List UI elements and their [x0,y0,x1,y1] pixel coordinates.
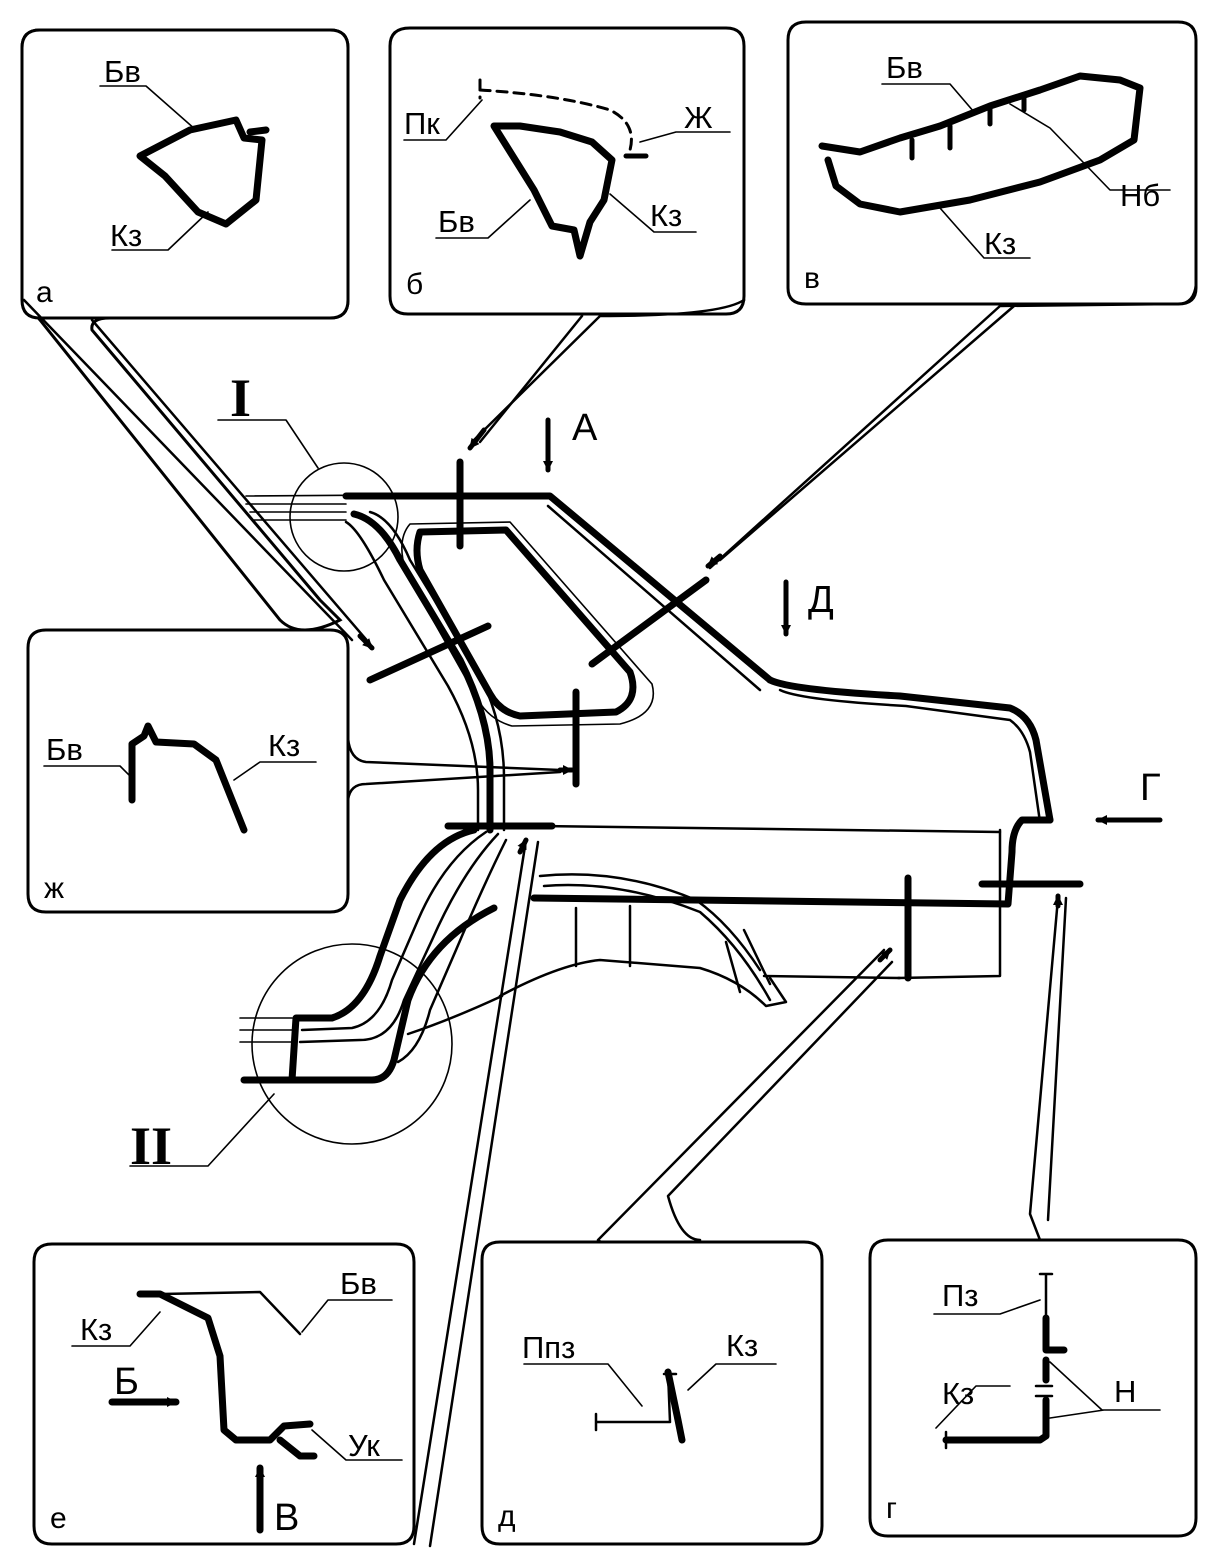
label-kz-d: Кз [726,1328,758,1363]
tag-zh: ж [44,872,64,905]
label-kz-a: Кз [110,218,142,253]
label-pk-b: Пк [404,106,440,141]
view-arrows: А Д Г [543,407,1163,825]
cut-v [588,576,710,668]
callout-b: Пк Ж Бв Кз б [388,26,746,316]
view-D: Д [808,579,834,621]
tag-v: в [804,262,820,295]
body-side-view [239,458,1084,1084]
label-bv-zh: Бв [46,732,83,767]
label-n-g: Н [1114,1374,1136,1409]
label-kz-e: Кз [80,1312,112,1347]
label-b-e: Б [114,1361,139,1403]
label-kz-zh: Кз [268,728,300,763]
tag-e: е [50,1502,67,1535]
callout-g: Пз Н Кз г [868,1238,1198,1538]
view-G: Г [1140,767,1161,809]
cut-a [366,622,492,684]
detail-markers: I II [129,368,453,1176]
label-pz-g: Пз [942,1278,979,1313]
tag-b: б [406,268,423,301]
callout-d: Ппз Кз д [480,1240,824,1546]
label-bv-e: Бв [340,1266,377,1301]
detail-label-I: I [230,368,251,428]
callout-leaders [22,282,1198,646]
tag-d: д [498,1500,516,1533]
label-v-e: В [274,1497,299,1539]
callout-a: Бв Кз а [20,28,350,632]
callout-e: Кз Бв Б Ук В е [32,1242,416,1546]
tag-g: г [886,1492,897,1525]
label-kz-g: Кз [942,1376,974,1411]
label-kz-v: Кз [984,226,1016,261]
callout-v: Бв Нб Кз в [786,20,1198,306]
label-bv-a: Бв [104,54,141,89]
detail-label-II: II [130,1116,172,1176]
label-ppz-d: Ппз [522,1330,575,1365]
label-kz-b: Кз [650,198,682,233]
label-uk-e: Ук [348,1428,380,1463]
view-A: А [572,407,598,449]
label-bv-b: Бв [438,204,475,239]
label-bv-v: Бв [886,50,923,85]
lower-leaders [357,427,1068,1548]
label-nb-v: Нб [1120,178,1160,213]
tag-a: а [36,276,53,309]
label-zh-b: Ж [684,100,713,135]
detail-circle-I [289,462,399,572]
detail-circle-II [251,943,453,1145]
callout-zh: Бв Кз ж [26,628,562,914]
